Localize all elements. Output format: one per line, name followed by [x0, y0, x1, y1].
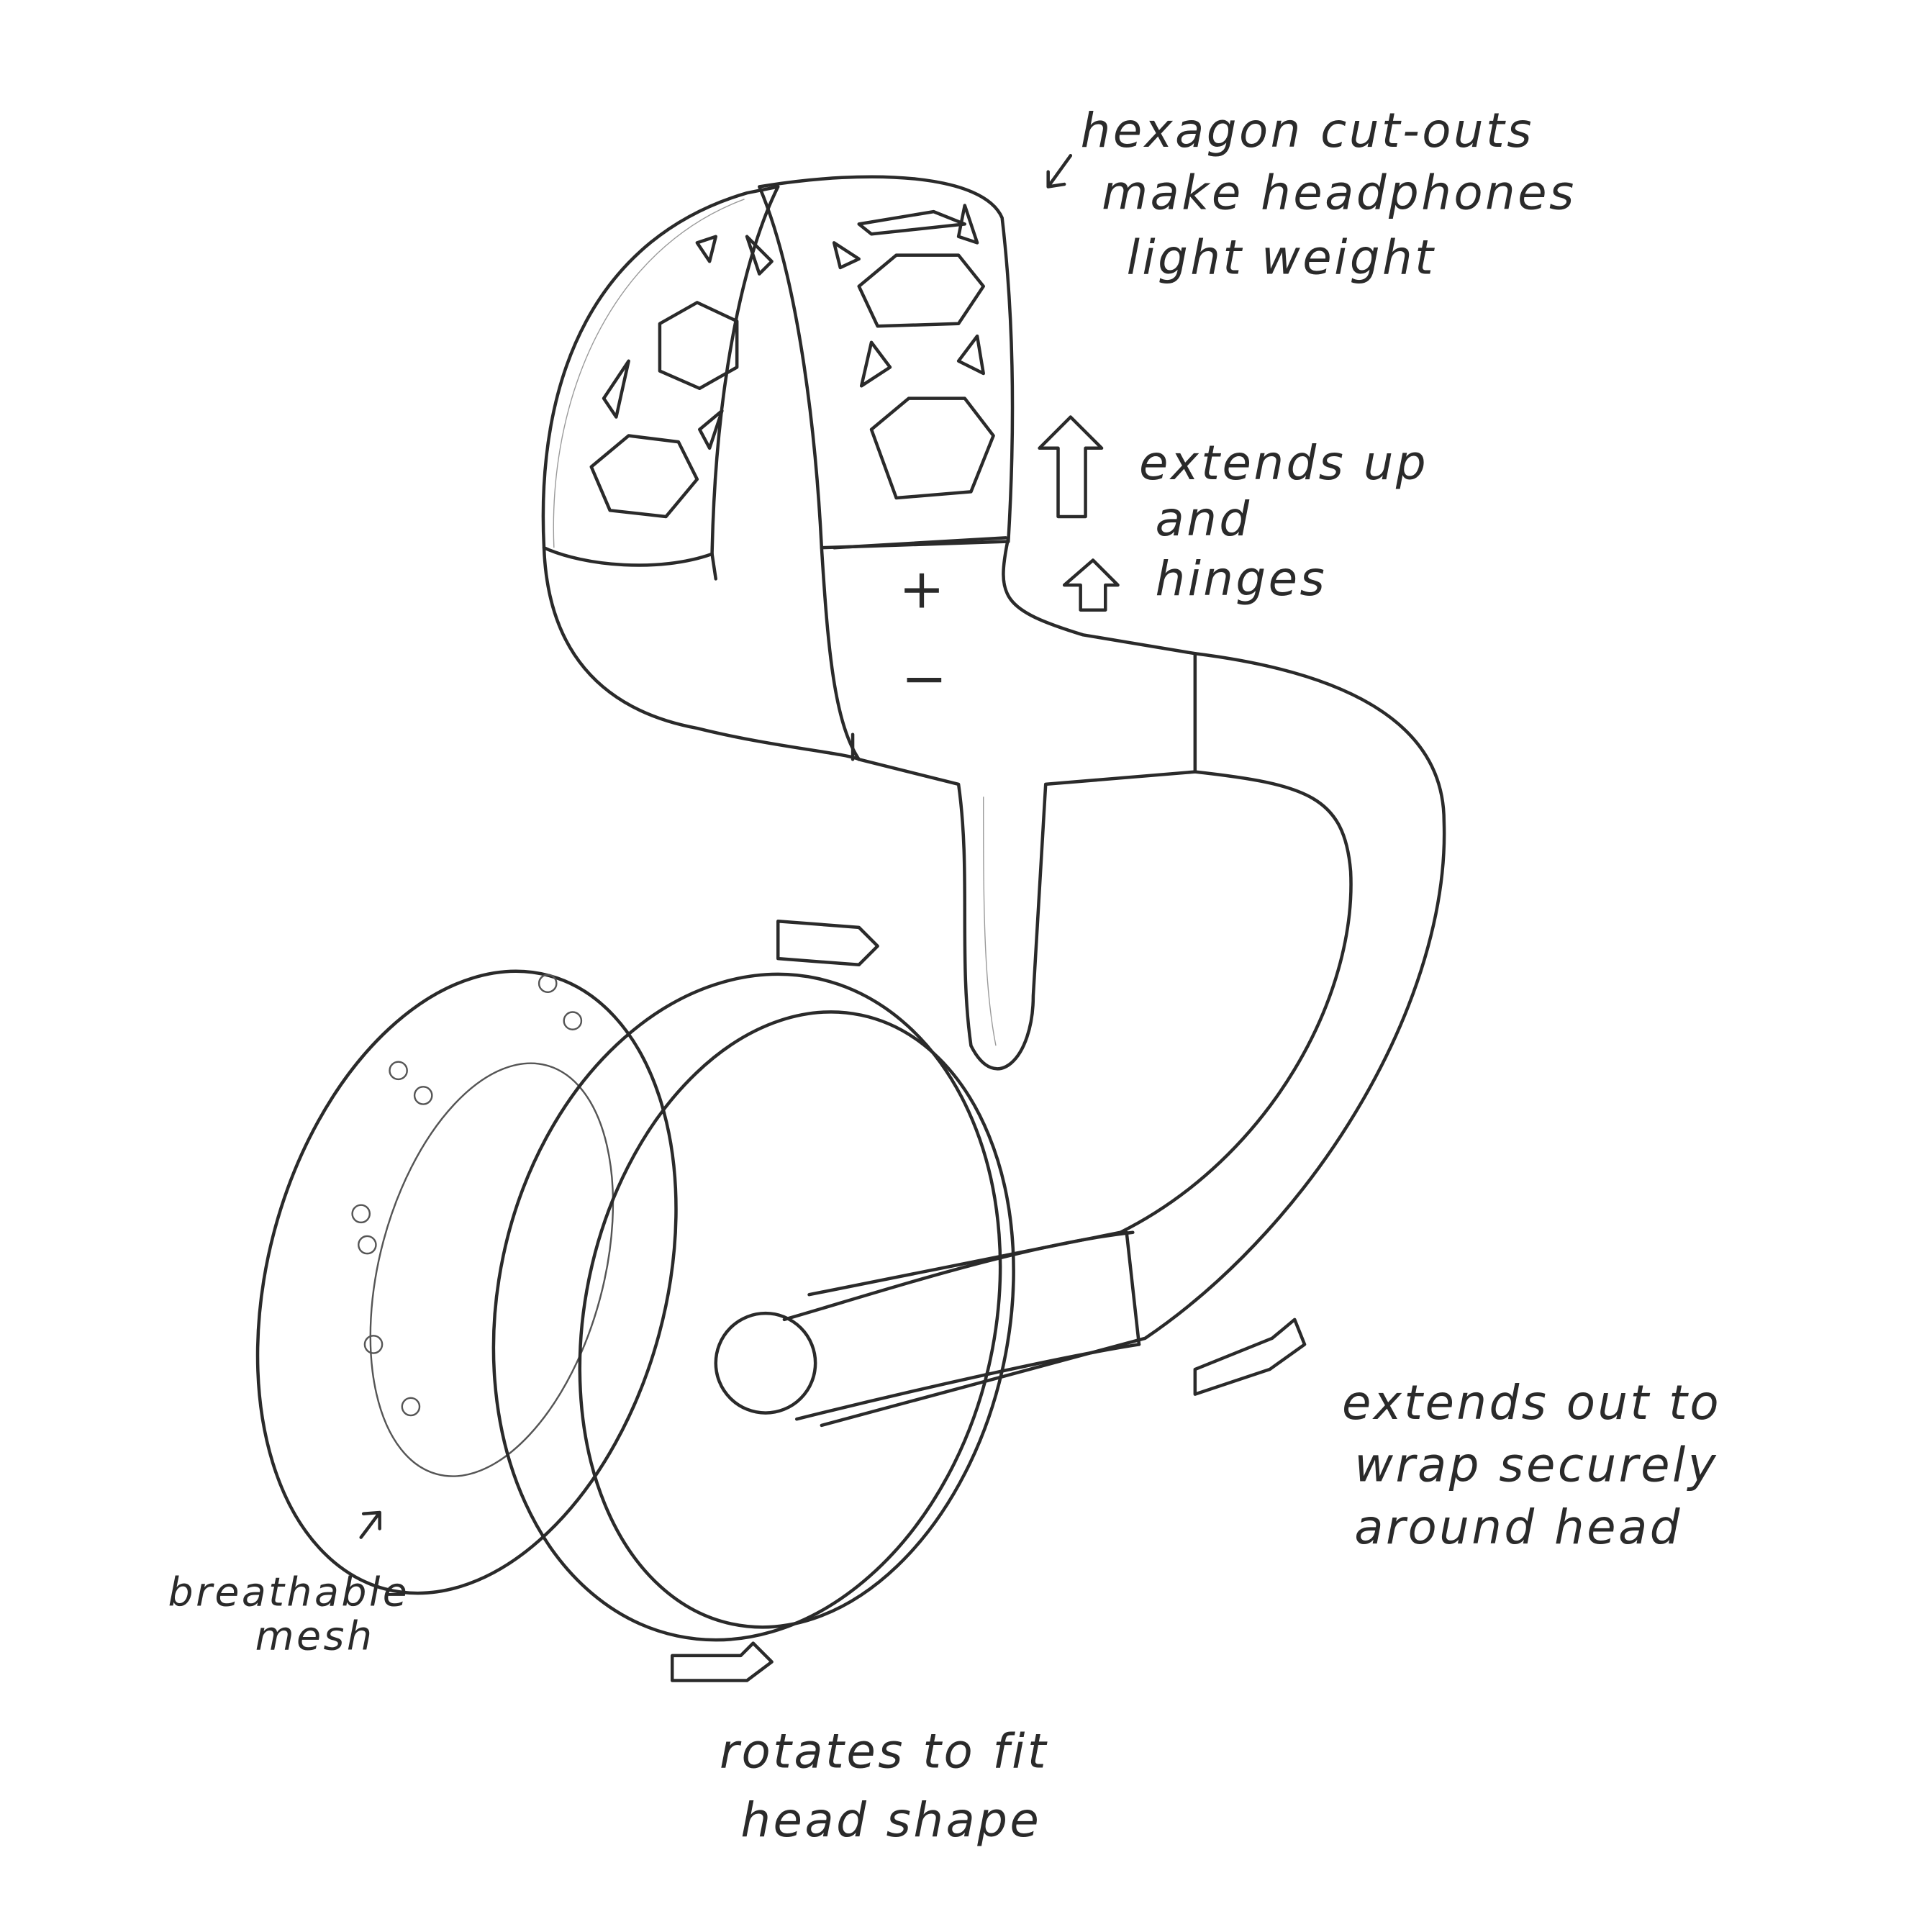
headband-left — [541, 185, 780, 581]
annotation-line: extends out to — [1342, 1375, 1721, 1430]
annotation-line: rotates to fit — [720, 1724, 1048, 1779]
annotation-line: hexagon cut-outs — [1081, 103, 1534, 158]
earcup-front — [491, 972, 1141, 1642]
annotation-line: and — [1155, 491, 1251, 547]
annotation-line: around head — [1354, 1500, 1682, 1555]
up-arrow-icon — [1038, 415, 1104, 519]
annotation-hexagon: hexagon cut-outs make headphones light w… — [1081, 103, 1577, 286]
annotation-extends-out: extends out to wrap securely around head — [1342, 1375, 1721, 1555]
rotate-arrow-icon — [776, 919, 879, 967]
annotation-line: make headphones — [1102, 165, 1577, 221]
annotation-line: mesh — [255, 1613, 375, 1659]
annotation-rotates: rotates to fit head shape — [720, 1724, 1048, 1848]
annotation-extends-up: extends up and hinges — [1139, 435, 1428, 607]
plus-button: + — [899, 556, 947, 620]
headband-right — [758, 175, 1015, 550]
hexagon-pointer-icon — [1046, 154, 1073, 189]
fit-arrow-icon — [670, 1641, 774, 1682]
mesh-pointer-icon — [359, 1510, 381, 1539]
annotation-line: wrap securely — [1354, 1438, 1718, 1493]
extend-out-arrow-icon — [1193, 1318, 1307, 1396]
earcup-back — [255, 969, 678, 1595]
annotation-line: hinges — [1155, 551, 1327, 607]
annotation-line: light weight — [1127, 230, 1436, 286]
annotation-line: breathable — [168, 1570, 410, 1616]
annotation-line: extends up — [1139, 435, 1428, 491]
annotation-mesh: breathable mesh — [168, 1570, 410, 1660]
annotation-line: head shape — [740, 1792, 1041, 1848]
minus-button: − — [902, 646, 950, 710]
headphone-frame — [542, 536, 1446, 1428]
volume-buttons: + − — [899, 556, 950, 710]
direction-arrows — [359, 154, 1307, 1682]
hinge-arrow-icon — [1062, 558, 1120, 612]
hexagon-cutouts — [589, 204, 995, 519]
